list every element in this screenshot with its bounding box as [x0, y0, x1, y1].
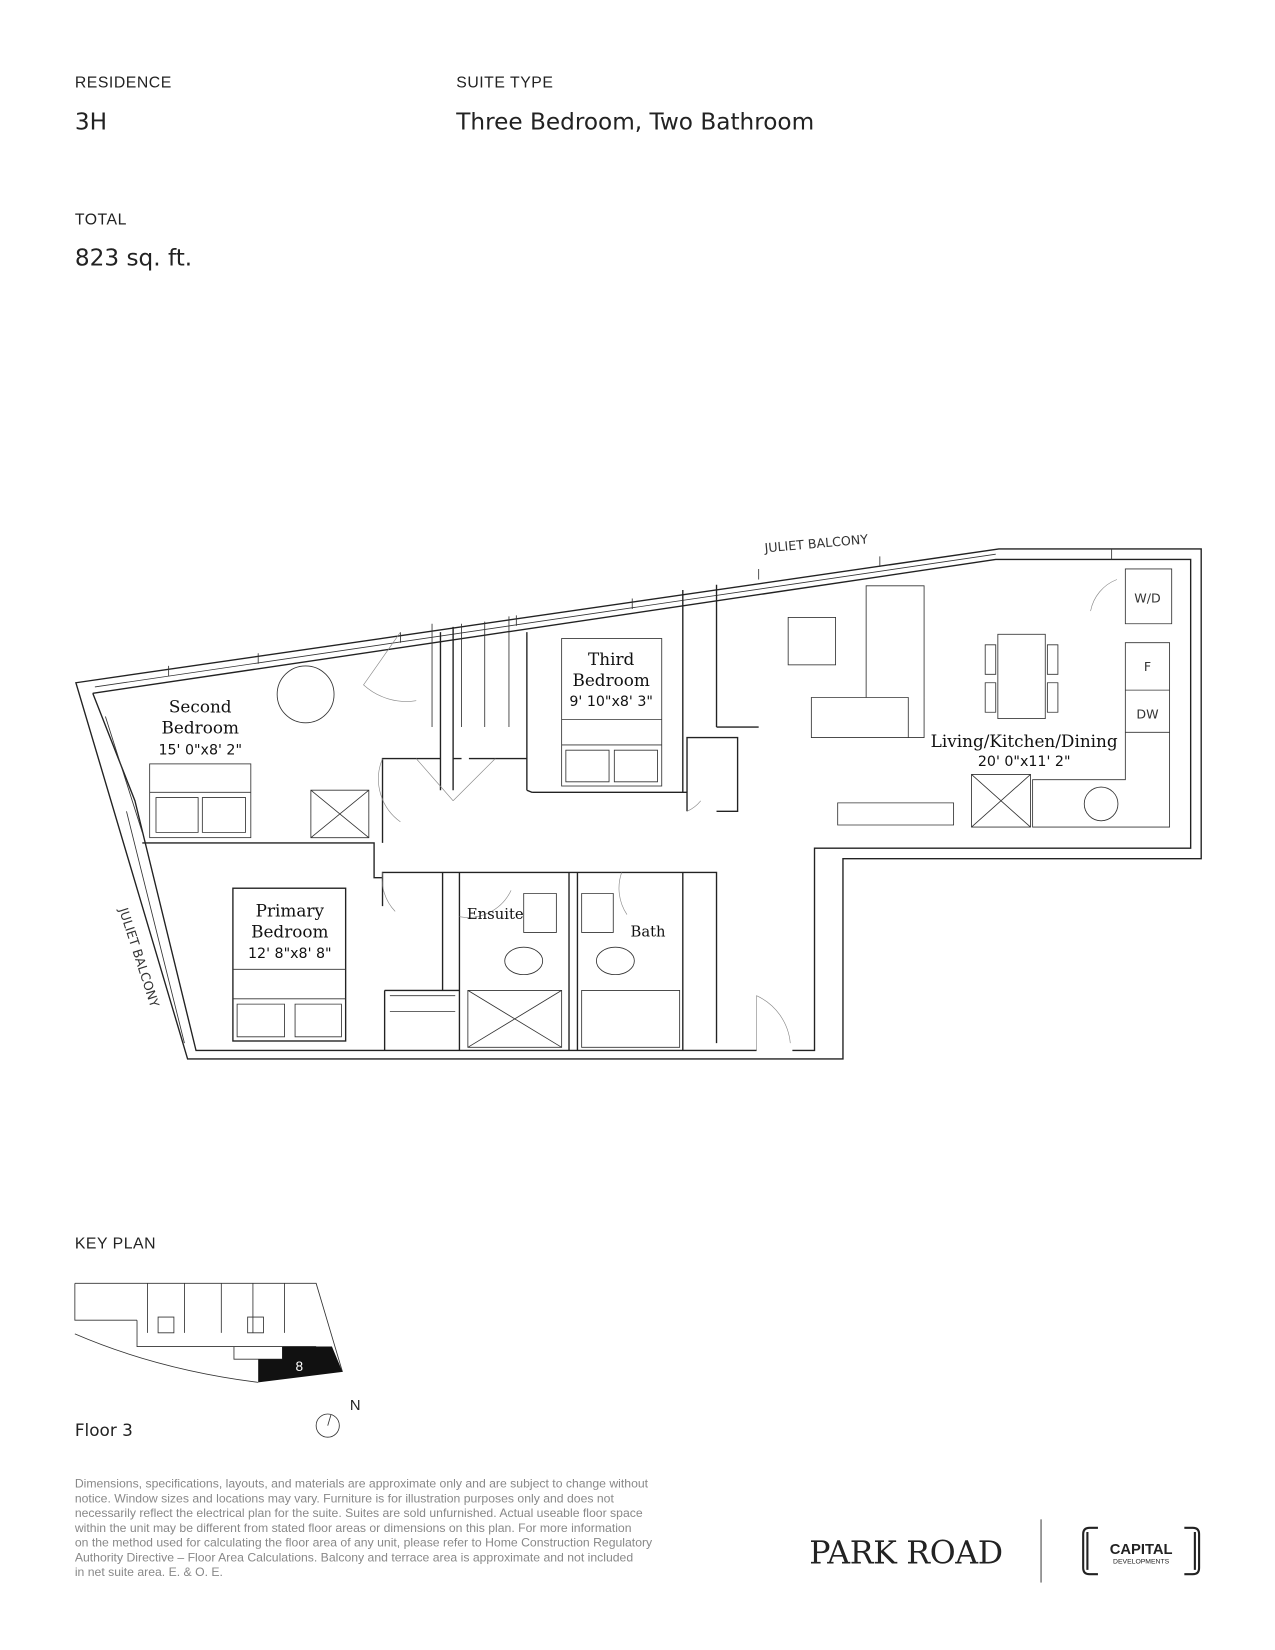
- floor-plan: Second Bedroom 15' 0"x8' 2" Third Bedroo…: [75, 531, 1202, 1060]
- capital-text: CAPITAL: [1110, 1542, 1173, 1558]
- bath-fixtures: [467, 893, 681, 1048]
- total-value: 823 sq. ft.: [75, 245, 192, 272]
- north-arrow-icon: [315, 1413, 340, 1438]
- primary-bedroom-bed: [232, 887, 347, 1042]
- key-plan: 8: [74, 1282, 343, 1383]
- residence-value: 3H: [75, 109, 107, 136]
- second-bedroom-dims: 15' 0"x8' 2": [158, 742, 242, 758]
- living-dims: 20' 0"x11' 2": [978, 754, 1071, 770]
- disclaimer-line: necessarily reflect the electrical plan …: [75, 1506, 643, 1520]
- kitchen-counter: [837, 568, 1173, 828]
- suite-type-value: Three Bedroom, Two Bathroom: [455, 109, 814, 136]
- third-bedroom-bed: [561, 638, 663, 787]
- floor-label: Floor 3: [75, 1420, 133, 1440]
- primary-bedroom-dims: 12' 8"x8' 8": [248, 946, 332, 962]
- dining-table: [997, 633, 1046, 720]
- sofa: [810, 585, 925, 738]
- side-table: [787, 617, 837, 666]
- unit-8-highlight: [258, 1346, 343, 1383]
- second-bedroom-bed: [149, 763, 252, 839]
- key-plan-label: KEY PLAN: [75, 1236, 156, 1253]
- exterior-wall: [75, 548, 1202, 1060]
- third-bedroom-label-2: Bedroom: [572, 670, 649, 690]
- total-label: TOTAL: [75, 211, 127, 228]
- primary-bedroom-label: Primary: [256, 901, 325, 921]
- bath-label: Bath: [631, 924, 667, 941]
- interior-wall: [92, 558, 1192, 1052]
- suite-type-label: SUITE TYPE: [456, 74, 553, 91]
- washer-dryer-label: W/D: [1134, 591, 1160, 606]
- disclaimer: Dimensions, specifications, layouts, and…: [74, 1477, 653, 1580]
- windows: [94, 548, 1113, 688]
- third-bedroom-dims: 9' 10"x8' 3": [569, 694, 653, 710]
- disclaimer-line: within the unit may be different from st…: [74, 1521, 632, 1535]
- park-road-logo: PARK ROAD: [809, 1536, 1003, 1572]
- second-bedroom-label-2: Bedroom: [162, 717, 239, 737]
- disclaimer-line: notice. Window sizes and locations may v…: [75, 1491, 615, 1505]
- partitions: [142, 584, 759, 1051]
- north-label: N: [350, 1398, 361, 1414]
- dishwasher-label: DW: [1136, 707, 1159, 722]
- juliet-balcony-top-label: JULIET BALCONY: [763, 531, 869, 555]
- disclaimer-line: Authority Directive – Floor Area Calcula…: [75, 1550, 633, 1564]
- disclaimer-line: on the method used for calculating the f…: [75, 1536, 653, 1550]
- developments-text: DEVELOPMENTS: [1113, 1559, 1170, 1566]
- cooktop: [1083, 786, 1119, 822]
- capital-developments-logo: CAPITAL DEVELOPMENTS: [1082, 1526, 1201, 1576]
- third-bedroom-label: Third: [588, 649, 635, 669]
- door-swings: [363, 579, 1118, 1051]
- living-label: Living/Kitchen/Dining: [931, 731, 1118, 751]
- closets: [310, 616, 510, 1012]
- disclaimer-line: Dimensions, specifications, layouts, and…: [75, 1477, 649, 1491]
- unit-number: 8: [295, 1359, 303, 1374]
- fridge-label: F: [1144, 659, 1151, 674]
- second-bedroom-label: Second: [169, 696, 232, 716]
- disclaimer-line: in net suite area. E. & O. E.: [75, 1565, 223, 1579]
- round-table: [276, 665, 335, 724]
- primary-bedroom-label-2: Bedroom: [251, 922, 328, 942]
- residence-label: RESIDENCE: [75, 74, 172, 91]
- juliet-balcony-left-label: JULIET BALCONY: [116, 905, 163, 1009]
- ensuite-label: Ensuite: [467, 906, 524, 923]
